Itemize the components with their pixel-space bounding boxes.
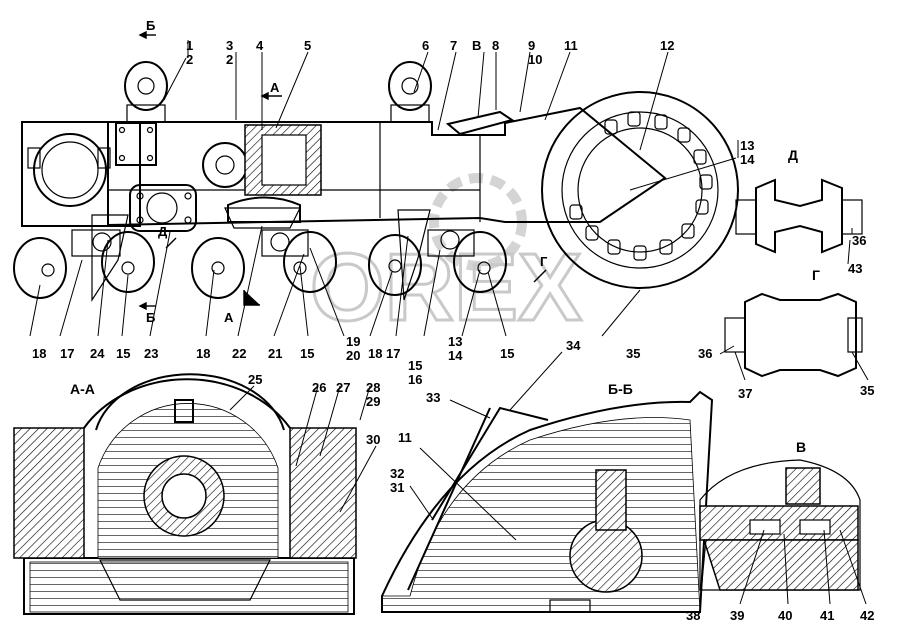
label-43: 43 — [848, 261, 862, 276]
label-35b: 35 — [860, 383, 874, 398]
section-aa-title: А-А — [70, 381, 95, 397]
marker-b-bottom: Б — [146, 310, 155, 325]
label-10: 10 — [528, 52, 542, 67]
watermark-text: OREX — [310, 234, 582, 341]
label-5: 5 — [304, 38, 311, 53]
section-aa — [13, 373, 357, 615]
label-22: 22 — [232, 346, 246, 361]
label-16: 16 — [408, 372, 422, 387]
label-3: 3 — [226, 38, 233, 53]
label-37: 37 — [738, 386, 752, 401]
label-29: 29 — [366, 394, 380, 409]
label-11b: 11 — [398, 430, 412, 445]
label-34: 34 — [566, 338, 581, 353]
leader-lines — [29, 40, 869, 605]
label-30: 30 — [366, 432, 380, 447]
track-rollers — [13, 207, 507, 303]
detail-v-title: В — [796, 439, 806, 455]
track-frame-assembly — [13, 61, 739, 303]
label-26: 26 — [312, 380, 326, 395]
label-19: 19 — [346, 334, 360, 349]
label-18a: 18 — [32, 346, 46, 361]
label-13b: 13 — [448, 334, 462, 349]
label-28: 28 — [366, 380, 380, 395]
view-g-title: Г — [812, 267, 820, 283]
label-36b: 36 — [698, 346, 712, 361]
marker-a-top: А — [270, 80, 280, 95]
view-g-roller — [724, 292, 863, 378]
label-33: 33 — [426, 390, 440, 405]
label-18: 18 — [196, 346, 210, 361]
section-bb-title: Б-Б — [608, 381, 633, 397]
label-11: 11 — [564, 38, 578, 53]
label-25: 25 — [248, 372, 262, 387]
label-15b: 15 — [300, 346, 314, 361]
label-2b: 2 — [226, 52, 233, 67]
callout-labels: 1 2 3 2 4 5 6 7 В 8 9 10 11 12 13 14 Д 3… — [32, 18, 874, 623]
label-40: 40 — [778, 608, 792, 623]
label-6: 6 — [422, 38, 429, 53]
detail-v — [699, 459, 861, 591]
label-9: 9 — [528, 38, 535, 53]
label-31: 31 — [390, 480, 404, 495]
label-8: 8 — [492, 38, 499, 53]
label-15a: 15 — [116, 346, 130, 361]
label-18b: 18 — [368, 346, 382, 361]
section-bb — [381, 390, 714, 613]
label-15d: 15 — [500, 346, 514, 361]
label-1: 1 — [186, 38, 193, 53]
label-v-marker: В — [472, 38, 481, 53]
label-39: 39 — [730, 608, 744, 623]
label-12: 12 — [660, 38, 674, 53]
label-17: 17 — [60, 346, 74, 361]
marker-d-mid: Д — [158, 224, 168, 239]
label-38: 38 — [686, 608, 700, 623]
label-23: 23 — [144, 346, 158, 361]
label-24: 24 — [90, 346, 105, 361]
label-14: 14 — [740, 152, 755, 167]
label-14b: 14 — [448, 348, 463, 363]
label-41: 41 — [820, 608, 834, 623]
label-15c: 15 — [408, 358, 422, 373]
label-21: 21 — [268, 346, 282, 361]
idler-teeth — [569, 111, 713, 261]
label-4: 4 — [256, 38, 264, 53]
label-7: 7 — [450, 38, 457, 53]
label-13: 13 — [740, 138, 754, 153]
label-20: 20 — [346, 348, 360, 363]
label-35-bottom: 35 — [626, 346, 640, 361]
marker-a-bottom: А — [224, 310, 234, 325]
marker-b-top: Б — [146, 18, 155, 33]
label-27: 27 — [336, 380, 350, 395]
view-d-roller — [735, 178, 863, 254]
view-d-title: Д — [788, 147, 798, 163]
label-2: 2 — [186, 52, 193, 67]
label-42: 42 — [860, 608, 874, 623]
label-32: 32 — [390, 466, 404, 481]
marker-g-mid: Г — [540, 254, 548, 269]
label-17b: 17 — [386, 346, 400, 361]
label-36a: 36 — [852, 233, 866, 248]
section-arrows — [138, 30, 547, 311]
